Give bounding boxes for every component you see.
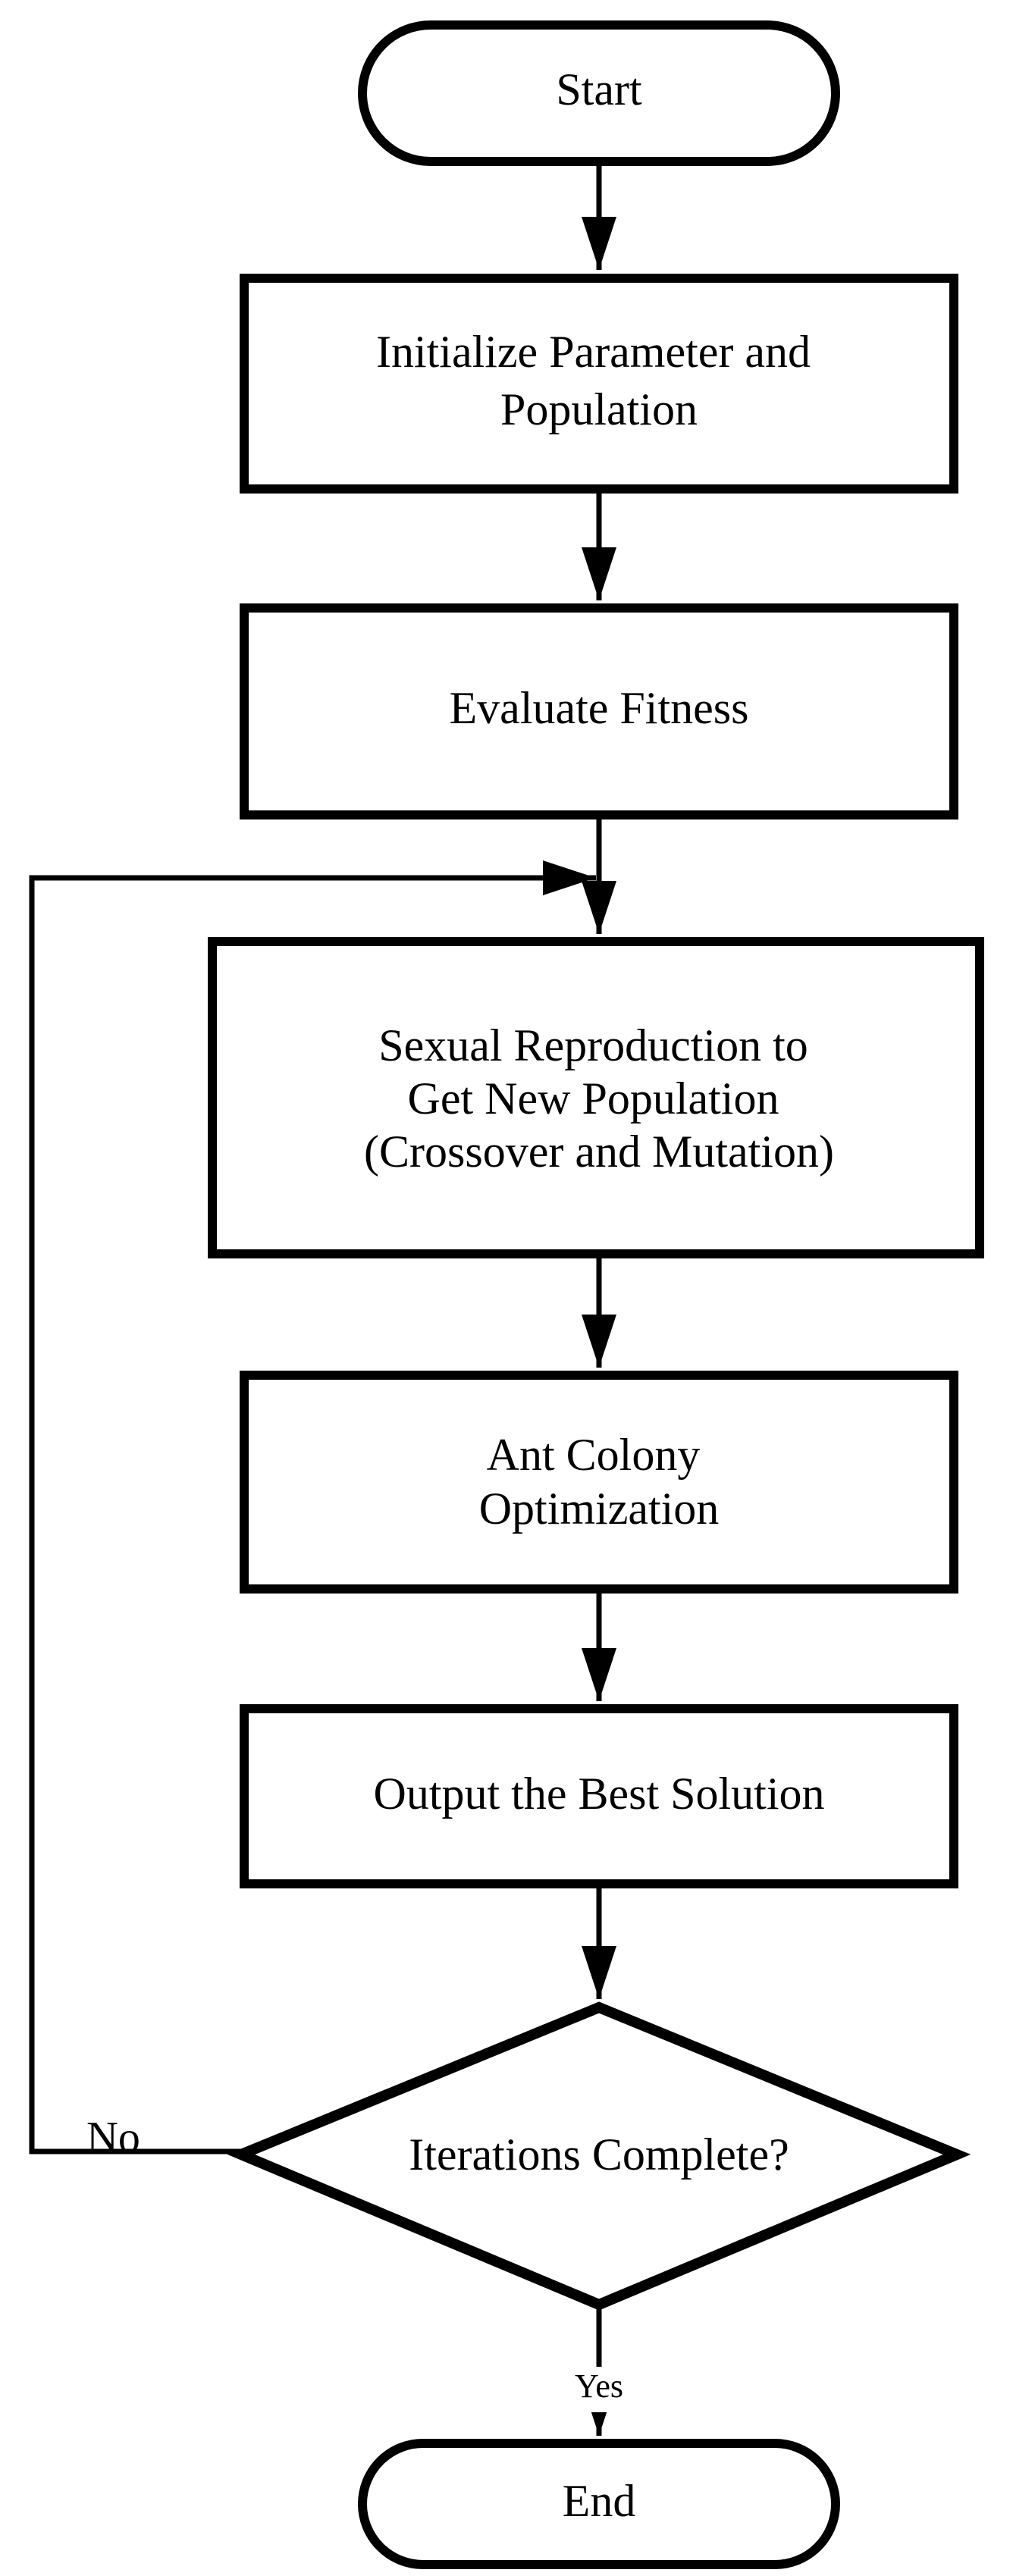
node-reproduce: Sexual Reproduction to Get New Populatio… bbox=[208, 937, 984, 1258]
node-label-line: End bbox=[563, 2476, 636, 2526]
edge-label-no: No bbox=[86, 2112, 140, 2161]
node-label-line: Iterations Complete? bbox=[409, 2129, 789, 2180]
node-label: Iterations Complete? bbox=[409, 2129, 789, 2180]
node-label: Start bbox=[556, 64, 642, 114]
node-label-line: Population bbox=[500, 384, 698, 434]
node-label-line: Get New Population bbox=[408, 1073, 779, 1123]
decision-diamond bbox=[227, 2001, 971, 2311]
node-evaluate: Evaluate Fitness bbox=[240, 603, 958, 819]
process-box bbox=[240, 274, 958, 494]
process-box bbox=[240, 603, 958, 819]
connectors bbox=[29, 161, 616, 2436]
terminal-shape bbox=[358, 2439, 840, 2569]
node-label-line: Start bbox=[556, 64, 642, 114]
node-label-line: Ant Colony bbox=[487, 1430, 701, 1480]
node-label-line: Evaluate Fitness bbox=[450, 683, 749, 733]
node-label: Initialize Parameter and Population bbox=[376, 327, 822, 434]
node-init: Initialize Parameter and Population bbox=[240, 274, 958, 494]
node-label-line: Initialize Parameter and bbox=[376, 327, 811, 377]
node-label: Output the Best Solution bbox=[373, 1769, 824, 1819]
node-end: End bbox=[358, 2439, 840, 2569]
node-start: Start bbox=[358, 20, 840, 166]
node-label: Evaluate Fitness bbox=[450, 683, 749, 733]
edge-label-yes: Yes bbox=[575, 2368, 623, 2405]
process-box bbox=[208, 937, 984, 1258]
node-label-line: Optimization bbox=[479, 1484, 720, 1534]
edge-decision-loop bbox=[29, 860, 596, 2155]
terminal-shape bbox=[358, 20, 840, 166]
node-label: Sexual Reproduction to Get New Populatio… bbox=[364, 1020, 834, 1177]
yes-label-background bbox=[554, 2367, 644, 2412]
node-label-line: (Crossover and Mutation) bbox=[364, 1127, 834, 1177]
node-aco: Ant Colony Optimization bbox=[240, 1371, 958, 1594]
node-label-line: Sexual Reproduction to bbox=[378, 1020, 808, 1070]
process-box bbox=[240, 1704, 958, 1888]
node-label: Ant Colony Optimization bbox=[479, 1430, 720, 1534]
node-label-line: Output the Best Solution bbox=[373, 1769, 824, 1819]
process-box bbox=[240, 1371, 958, 1594]
node-label: End bbox=[563, 2476, 636, 2526]
node-output: Output the Best Solution bbox=[240, 1704, 958, 1888]
node-decision: Iterations Complete? bbox=[227, 2001, 971, 2311]
